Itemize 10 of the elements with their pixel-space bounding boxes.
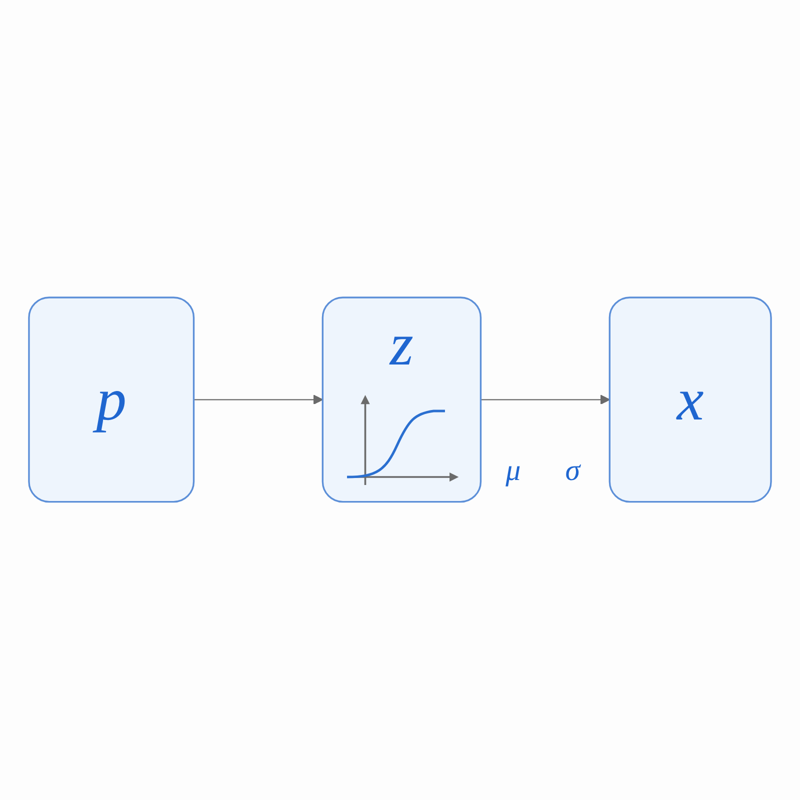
rounded-box (28, 297, 195, 503)
arrow (480, 395, 610, 405)
rounded-box (608, 297, 772, 503)
variable-symbol: z (388, 310, 414, 381)
rounded-box (322, 297, 482, 503)
variable-symbol: p (82, 354, 140, 446)
variable-symbol: x (675, 364, 705, 436)
math-symbol: μ (504, 456, 522, 486)
math-symbol: σ (564, 456, 582, 486)
arrow (194, 395, 324, 405)
